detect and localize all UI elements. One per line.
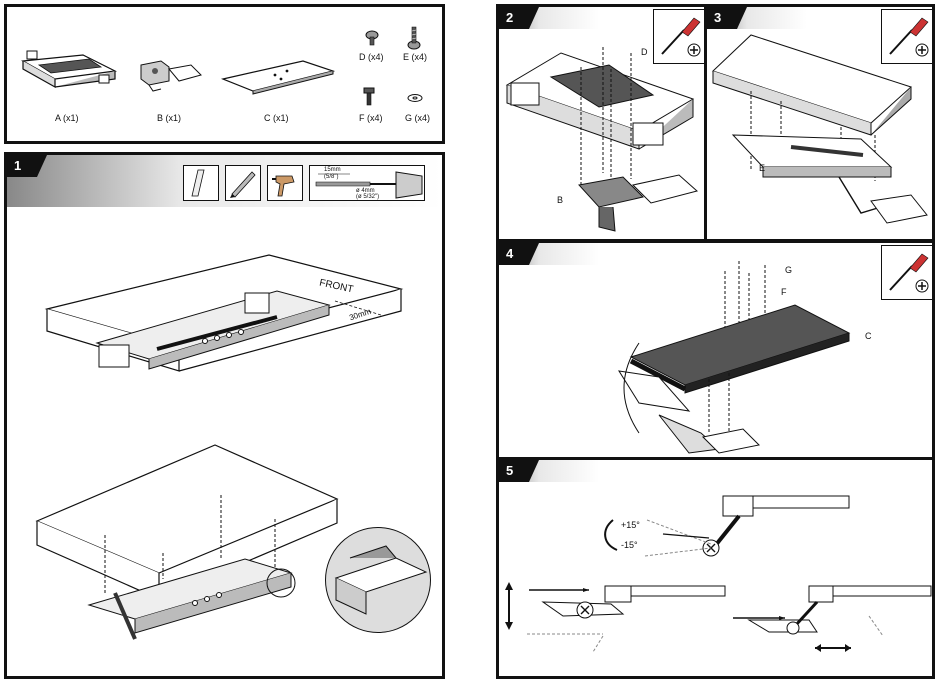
part-f-label: F (x4) — [359, 113, 383, 123]
rail-detail-icon — [334, 545, 428, 615]
step-4-panel: 4 G F C — [496, 240, 935, 460]
drill-depth: 15mm — [324, 167, 341, 173]
label-b: B — [557, 195, 564, 205]
part-a-illustration — [21, 50, 118, 89]
part-e-screw-icon — [407, 26, 421, 50]
screwdriver-icon — [889, 17, 929, 57]
bit-size-in: (ø 5/32") — [356, 194, 380, 200]
screwdriver-icon — [661, 17, 701, 57]
step-2-drawing — [505, 47, 699, 232]
part-b-label: B (x1) — [157, 113, 182, 123]
step-4-badge: 4 — [499, 243, 539, 265]
screwdriver-box-3 — [881, 9, 932, 64]
step-5-badge: 5 — [499, 460, 539, 482]
step-2-panel: 2 D B — [496, 4, 707, 242]
part-a-label: A (x1) — [55, 113, 79, 123]
part-g-washer-icon — [407, 94, 423, 102]
drill-box — [267, 165, 303, 201]
label-d: D — [641, 47, 648, 57]
label-f: F — [781, 287, 787, 297]
detail-zoom-circle — [325, 527, 431, 633]
part-f-screw-icon — [363, 87, 375, 106]
label-g: G — [785, 265, 793, 275]
tilt-adjust-drawing — [604, 495, 850, 557]
screwdriver-icon — [889, 253, 929, 293]
depth-adjust-drawing — [733, 585, 932, 652]
desk-rail-placement-drawing — [44, 254, 404, 372]
pencil-tool-box — [183, 165, 219, 201]
parts-panel: A (x1) B (x1) C (x1) D (x4) E (x4) F (x4… — [4, 4, 445, 144]
part-d-label: D (x4) — [359, 52, 384, 62]
screwdriver-box-2 — [653, 9, 704, 64]
height-adjust-drawing — [505, 582, 726, 653]
step-1-badge: 1 — [7, 155, 47, 177]
pencil-box — [225, 165, 261, 201]
step-5-panel: 5 +15° -15° — [496, 457, 935, 679]
step-3-drawing — [712, 34, 928, 224]
tilt-up-label: +15° — [621, 520, 640, 530]
drill-depth-in: (5/8") — [324, 174, 339, 180]
part-b-illustration — [140, 60, 202, 92]
drill-icon — [272, 175, 295, 197]
label-c: C — [865, 331, 872, 341]
part-c-illustration — [220, 60, 336, 95]
step-3-panel: 3 E — [704, 4, 935, 242]
desk-edge-sketch — [623, 342, 640, 434]
tilt-down-label: -15° — [621, 540, 638, 550]
part-d-screw-icon — [365, 30, 379, 46]
ruler-icon — [191, 169, 205, 197]
screwdriver-box-4 — [881, 245, 932, 300]
step-1-panel: 1 15mm (5/8") ø 4mm (ø 5/32") — [4, 152, 445, 679]
part-g-label: G (x4) — [405, 113, 431, 123]
desk-rail-screw-drawing — [35, 444, 339, 640]
bit-size: ø 4mm — [356, 188, 375, 194]
drill-bit-diagram — [315, 171, 423, 199]
part-c-label: C (x1) — [264, 113, 289, 123]
part-e-label: E (x4) — [403, 52, 428, 62]
step-2-badge: 2 — [499, 7, 539, 29]
pencil-icon — [230, 171, 256, 198]
label-e: E — [759, 163, 766, 173]
step-4-drawing — [618, 261, 851, 454]
drill-spec-box: 15mm (5/8") ø 4mm (ø 5/32") — [309, 165, 425, 201]
step-3-badge: 3 — [707, 7, 747, 29]
